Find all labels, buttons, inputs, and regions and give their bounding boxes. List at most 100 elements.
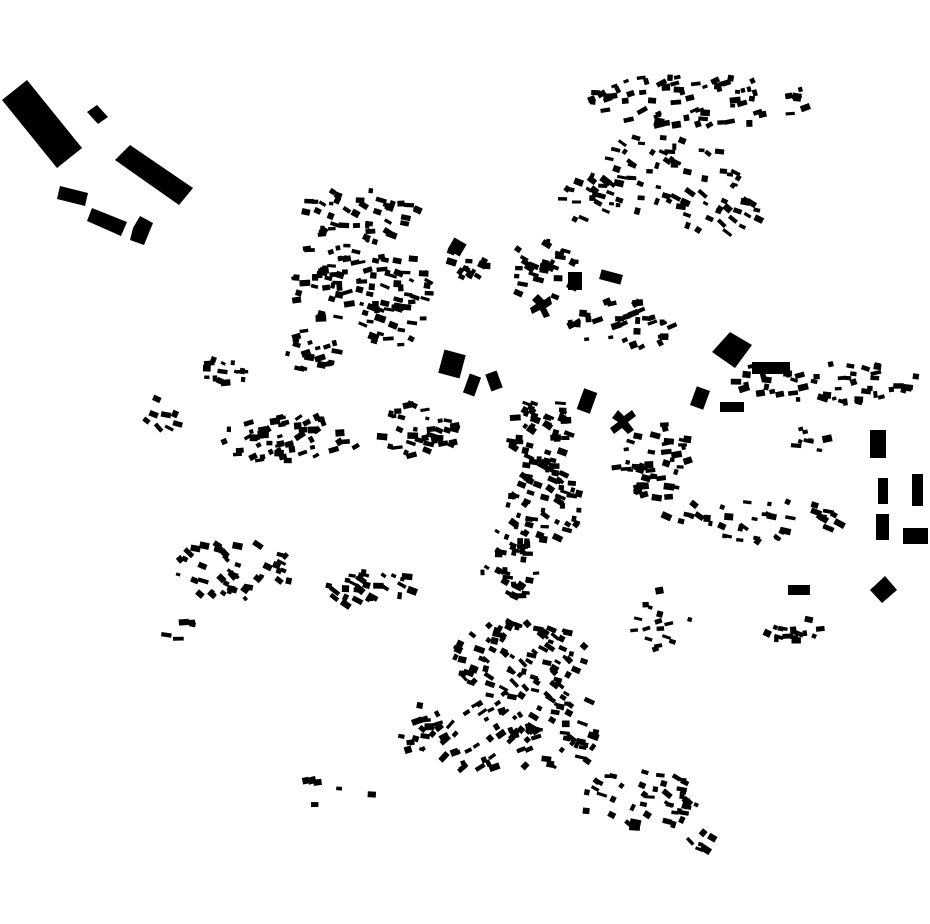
building (710, 76, 721, 85)
building (663, 800, 674, 809)
building (368, 283, 376, 291)
building (487, 706, 495, 713)
building (628, 340, 639, 350)
building (669, 457, 675, 463)
building (815, 514, 824, 522)
building (382, 227, 393, 237)
building (816, 448, 823, 453)
building (327, 359, 335, 365)
building (543, 449, 552, 456)
building (547, 715, 557, 725)
building (513, 288, 524, 298)
building (204, 375, 210, 379)
building (437, 418, 443, 424)
building (540, 510, 551, 520)
building (545, 483, 556, 494)
building (496, 624, 504, 633)
building (664, 620, 674, 627)
building (821, 434, 833, 444)
building (333, 191, 343, 200)
building (567, 480, 577, 486)
building (503, 533, 510, 541)
building (533, 726, 544, 732)
building (309, 444, 316, 450)
building (523, 263, 535, 273)
building (255, 442, 262, 449)
building (435, 434, 444, 443)
building (712, 332, 752, 368)
building (661, 440, 671, 447)
building (252, 539, 264, 551)
building (428, 729, 437, 739)
building (365, 290, 374, 298)
building (550, 293, 560, 301)
building (708, 520, 713, 527)
building (500, 690, 507, 697)
building (574, 489, 584, 498)
building (660, 448, 672, 455)
building (562, 690, 570, 697)
building (335, 245, 341, 251)
building (722, 203, 734, 214)
building (609, 795, 617, 804)
building (705, 214, 715, 223)
building (810, 501, 820, 509)
building (683, 114, 690, 122)
building (682, 456, 693, 466)
building (576, 507, 582, 513)
building (197, 561, 208, 571)
building (654, 617, 663, 625)
building (515, 434, 523, 441)
building (679, 197, 691, 208)
building (243, 419, 255, 427)
building (293, 430, 307, 442)
building (477, 708, 488, 717)
building (694, 107, 705, 113)
building (527, 261, 540, 271)
building (511, 550, 517, 556)
building (87, 208, 127, 236)
building (172, 420, 183, 428)
building (472, 742, 481, 749)
building (405, 439, 417, 447)
building (210, 355, 217, 364)
building (687, 616, 693, 623)
building (837, 375, 846, 381)
building (719, 504, 726, 511)
building (655, 184, 662, 190)
building (822, 508, 835, 515)
building (561, 628, 570, 635)
building (421, 434, 429, 442)
building (508, 442, 520, 453)
building (355, 285, 364, 294)
building (541, 659, 552, 667)
building (615, 196, 624, 204)
building (470, 700, 482, 709)
building (640, 769, 649, 776)
building (661, 83, 671, 91)
building (726, 172, 734, 177)
building (679, 792, 685, 800)
building (614, 85, 622, 94)
building (647, 605, 653, 610)
building (752, 362, 790, 374)
building (509, 414, 521, 422)
building (466, 679, 476, 687)
building (590, 785, 600, 793)
building (671, 773, 682, 782)
building (573, 742, 580, 749)
building (213, 544, 224, 554)
building (623, 116, 635, 124)
building (331, 348, 343, 355)
building (439, 736, 449, 746)
building (397, 733, 405, 739)
building (598, 183, 608, 189)
building (740, 87, 746, 94)
building (432, 720, 444, 727)
building (160, 632, 172, 638)
building (449, 425, 460, 434)
building (804, 615, 814, 624)
building (2, 80, 82, 168)
building (549, 263, 560, 271)
building (520, 667, 527, 676)
